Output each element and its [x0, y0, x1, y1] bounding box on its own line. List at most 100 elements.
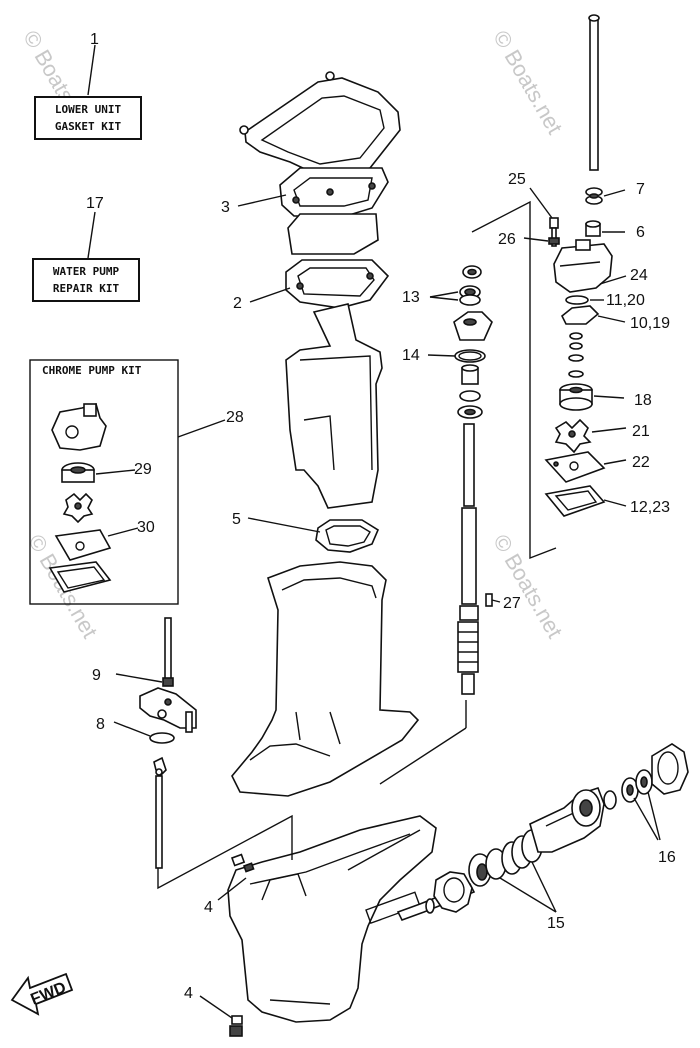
leader-13b — [429, 296, 459, 301]
leader-4-upper — [217, 877, 247, 901]
bracket-shaft-left — [157, 814, 293, 890]
gasket-12 — [544, 485, 606, 517]
callout-8: 8 — [96, 716, 105, 733]
gasket-3 — [279, 167, 389, 217]
gear-case — [227, 815, 437, 1023]
fwd-arrow-icon: FWD — [10, 972, 74, 1016]
callout-4-upper: 4 — [204, 899, 213, 916]
shift-bracket — [139, 687, 197, 733]
water-pump-repair-kit-box: WATER PUMP REPAIR KIT — [32, 258, 140, 302]
seal-6 — [585, 220, 601, 237]
callout-14: 14 — [402, 347, 420, 364]
kit-line-2: REPAIR KIT — [52, 282, 120, 295]
callout-11-20: 11,20 — [606, 292, 645, 309]
leader-16b — [647, 791, 661, 841]
callout-13: 13 — [402, 289, 420, 306]
leader-25 — [529, 187, 553, 219]
callout-18: 18 — [634, 392, 652, 409]
callout-17: 17 — [86, 195, 104, 212]
forward-gear — [433, 871, 473, 913]
bearing-cap — [651, 743, 689, 795]
leader-15a — [499, 877, 557, 913]
callout-6: 6 — [636, 224, 645, 241]
plate-22 — [544, 451, 606, 483]
callout-25: 25 — [508, 171, 526, 188]
screw-4-upper — [230, 853, 255, 873]
kit-plate — [54, 529, 112, 561]
insert-10 — [560, 305, 600, 325]
shift-rod-lower — [153, 756, 167, 869]
shaft-seal-top — [459, 265, 482, 306]
callout-21: 21 — [632, 423, 650, 440]
shift-rod-upper — [164, 617, 172, 681]
washer-small — [425, 898, 435, 914]
leader-14 — [427, 354, 456, 357]
leader-3 — [237, 194, 287, 207]
callout-7: 7 — [636, 181, 645, 198]
gasket-2 — [285, 259, 390, 309]
upper-casing-cover — [239, 71, 401, 177]
leader-4-lower — [199, 995, 233, 1019]
pump-housing-24 — [553, 239, 613, 293]
grommet-9 — [162, 677, 174, 687]
callout-29: 29 — [134, 461, 152, 478]
callout-16: 16 — [658, 849, 676, 866]
leader-9 — [115, 673, 163, 683]
leader-15b — [531, 861, 557, 913]
chrome-pump-kit-frame — [29, 359, 179, 605]
pin-27 — [485, 593, 493, 607]
plate-block — [287, 213, 379, 255]
gasket-5 — [315, 519, 380, 553]
oil-seal-housing — [453, 311, 493, 341]
kit-line-1: WATER PUMP — [52, 265, 120, 278]
leader-26 — [523, 237, 549, 242]
callout-27: 27 — [503, 595, 521, 612]
leader-10-19 — [597, 315, 626, 323]
kit-pump-housing — [51, 403, 107, 451]
leader-1 — [87, 44, 96, 96]
leader-16a — [633, 797, 659, 841]
o-ring-11 — [565, 295, 589, 305]
callout-5: 5 — [232, 511, 241, 528]
leader-8 — [113, 721, 151, 737]
leader-2 — [249, 287, 291, 303]
impeller-21 — [554, 418, 592, 454]
bracket-drive-shaft-diag — [379, 727, 467, 785]
kit-impeller — [62, 492, 94, 524]
leader-18 — [593, 395, 625, 399]
drive-shaft — [457, 423, 479, 695]
spacers — [568, 332, 584, 378]
callout-24: 24 — [630, 267, 648, 284]
callout-10-19: 10,19 — [630, 315, 670, 332]
o-ring-14 — [454, 349, 486, 363]
kit-line-2: GASKET KIT — [54, 120, 122, 133]
leader-28 — [177, 419, 226, 438]
upper-casing — [285, 303, 383, 509]
water-tube — [588, 14, 600, 171]
seals-16 — [603, 769, 653, 810]
callout-9: 9 — [92, 667, 101, 684]
callout-1: 1 — [90, 31, 99, 48]
leader-17 — [87, 211, 96, 259]
bearing-15 — [468, 848, 507, 887]
drive-shaft-housing — [231, 561, 420, 797]
leader-24 — [599, 275, 627, 285]
screw-4-lower — [229, 1015, 243, 1037]
leader-21 — [591, 427, 627, 433]
kit-line-1: LOWER UNIT — [54, 103, 122, 116]
liner-18 — [559, 383, 593, 411]
leader-12-23 — [603, 499, 627, 507]
bushing — [457, 364, 483, 419]
leader-13a — [429, 291, 459, 298]
bearing-housing — [529, 786, 605, 853]
callout-22: 22 — [632, 454, 650, 471]
bracket-water-pump — [471, 200, 557, 560]
kit-gasket — [48, 561, 112, 593]
leader-29 — [95, 469, 136, 475]
chrome-pump-kit-title: CHROME PUMP KIT — [42, 364, 142, 377]
leader-5 — [247, 517, 321, 533]
callout-28: 28 — [226, 409, 244, 426]
callout-2: 2 — [233, 295, 242, 312]
grommet-7 — [585, 187, 603, 205]
